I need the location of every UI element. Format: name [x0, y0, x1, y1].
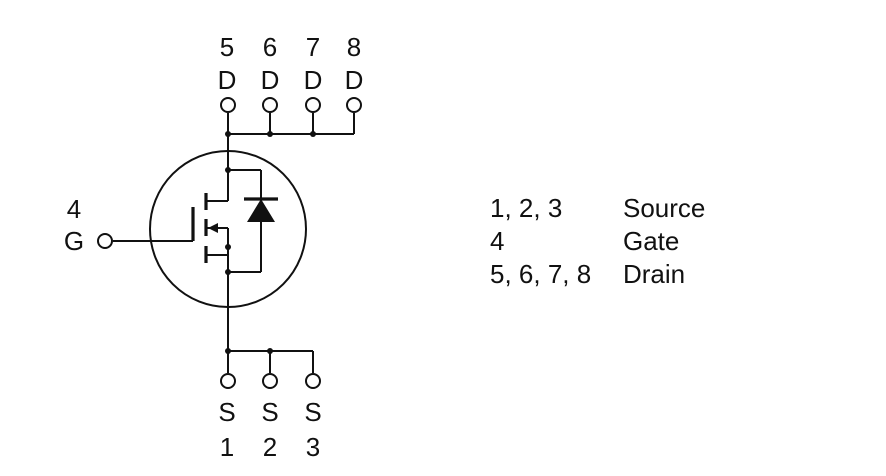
drain-terminal [305, 97, 321, 113]
junction-dot [310, 131, 316, 137]
source-pin-label: S [304, 397, 321, 427]
drain-pin-label: D [345, 65, 364, 95]
source-wiring [220, 306, 321, 389]
drain-terminal [262, 97, 278, 113]
source-pin-label: S [261, 397, 278, 427]
source-terminal [220, 373, 236, 389]
drain-terminal [220, 97, 236, 113]
gate-pin-number: 4 [67, 194, 81, 224]
pin-table: 1, 2, 3 Source 4 Gate 5, 6, 7, 8 Drain [490, 193, 705, 289]
junction-dot [225, 269, 231, 275]
body-arrow-icon [208, 223, 218, 233]
source-pin-number: 2 [263, 432, 277, 462]
source-pin-label: S [218, 397, 235, 427]
pin-table-pins: 4 [490, 226, 504, 256]
drain-pin-label: D [304, 65, 323, 95]
pin-table-pins: 5, 6, 7, 8 [490, 259, 591, 289]
source-terminal [262, 373, 278, 389]
junction-dot [225, 131, 231, 137]
junction-dot [225, 244, 231, 250]
gate-terminal [97, 233, 113, 249]
drain-pin-labels: 5 6 7 8 D D D D [218, 32, 364, 95]
junction-dot [225, 348, 231, 354]
junction-dot [267, 348, 273, 354]
pin-table-function: Source [623, 193, 705, 223]
pin-table-function: Drain [623, 259, 685, 289]
source-pin-number: 3 [306, 432, 320, 462]
source-terminal [305, 373, 321, 389]
gate-pin: 4 G [64, 194, 113, 256]
source-pin-number: 1 [220, 432, 234, 462]
drain-pin-number: 5 [220, 32, 234, 62]
junction-dot [267, 131, 273, 137]
junction-dot [225, 167, 231, 173]
drain-pin-label: D [218, 65, 237, 95]
gate-pin-label: G [64, 226, 84, 256]
drain-wiring [220, 97, 362, 170]
source-pin-labels: S S S 1 2 3 [218, 397, 321, 462]
drain-pin-number: 7 [306, 32, 320, 62]
pin-table-function: Gate [623, 226, 679, 256]
drain-terminal [346, 97, 362, 113]
pin-table-pins: 1, 2, 3 [490, 193, 562, 223]
mosfet-symbol [113, 150, 307, 346]
drain-pin-number: 8 [347, 32, 361, 62]
diode-icon [247, 199, 275, 222]
drain-pin-number: 6 [263, 32, 277, 62]
drain-pin-label: D [261, 65, 280, 95]
